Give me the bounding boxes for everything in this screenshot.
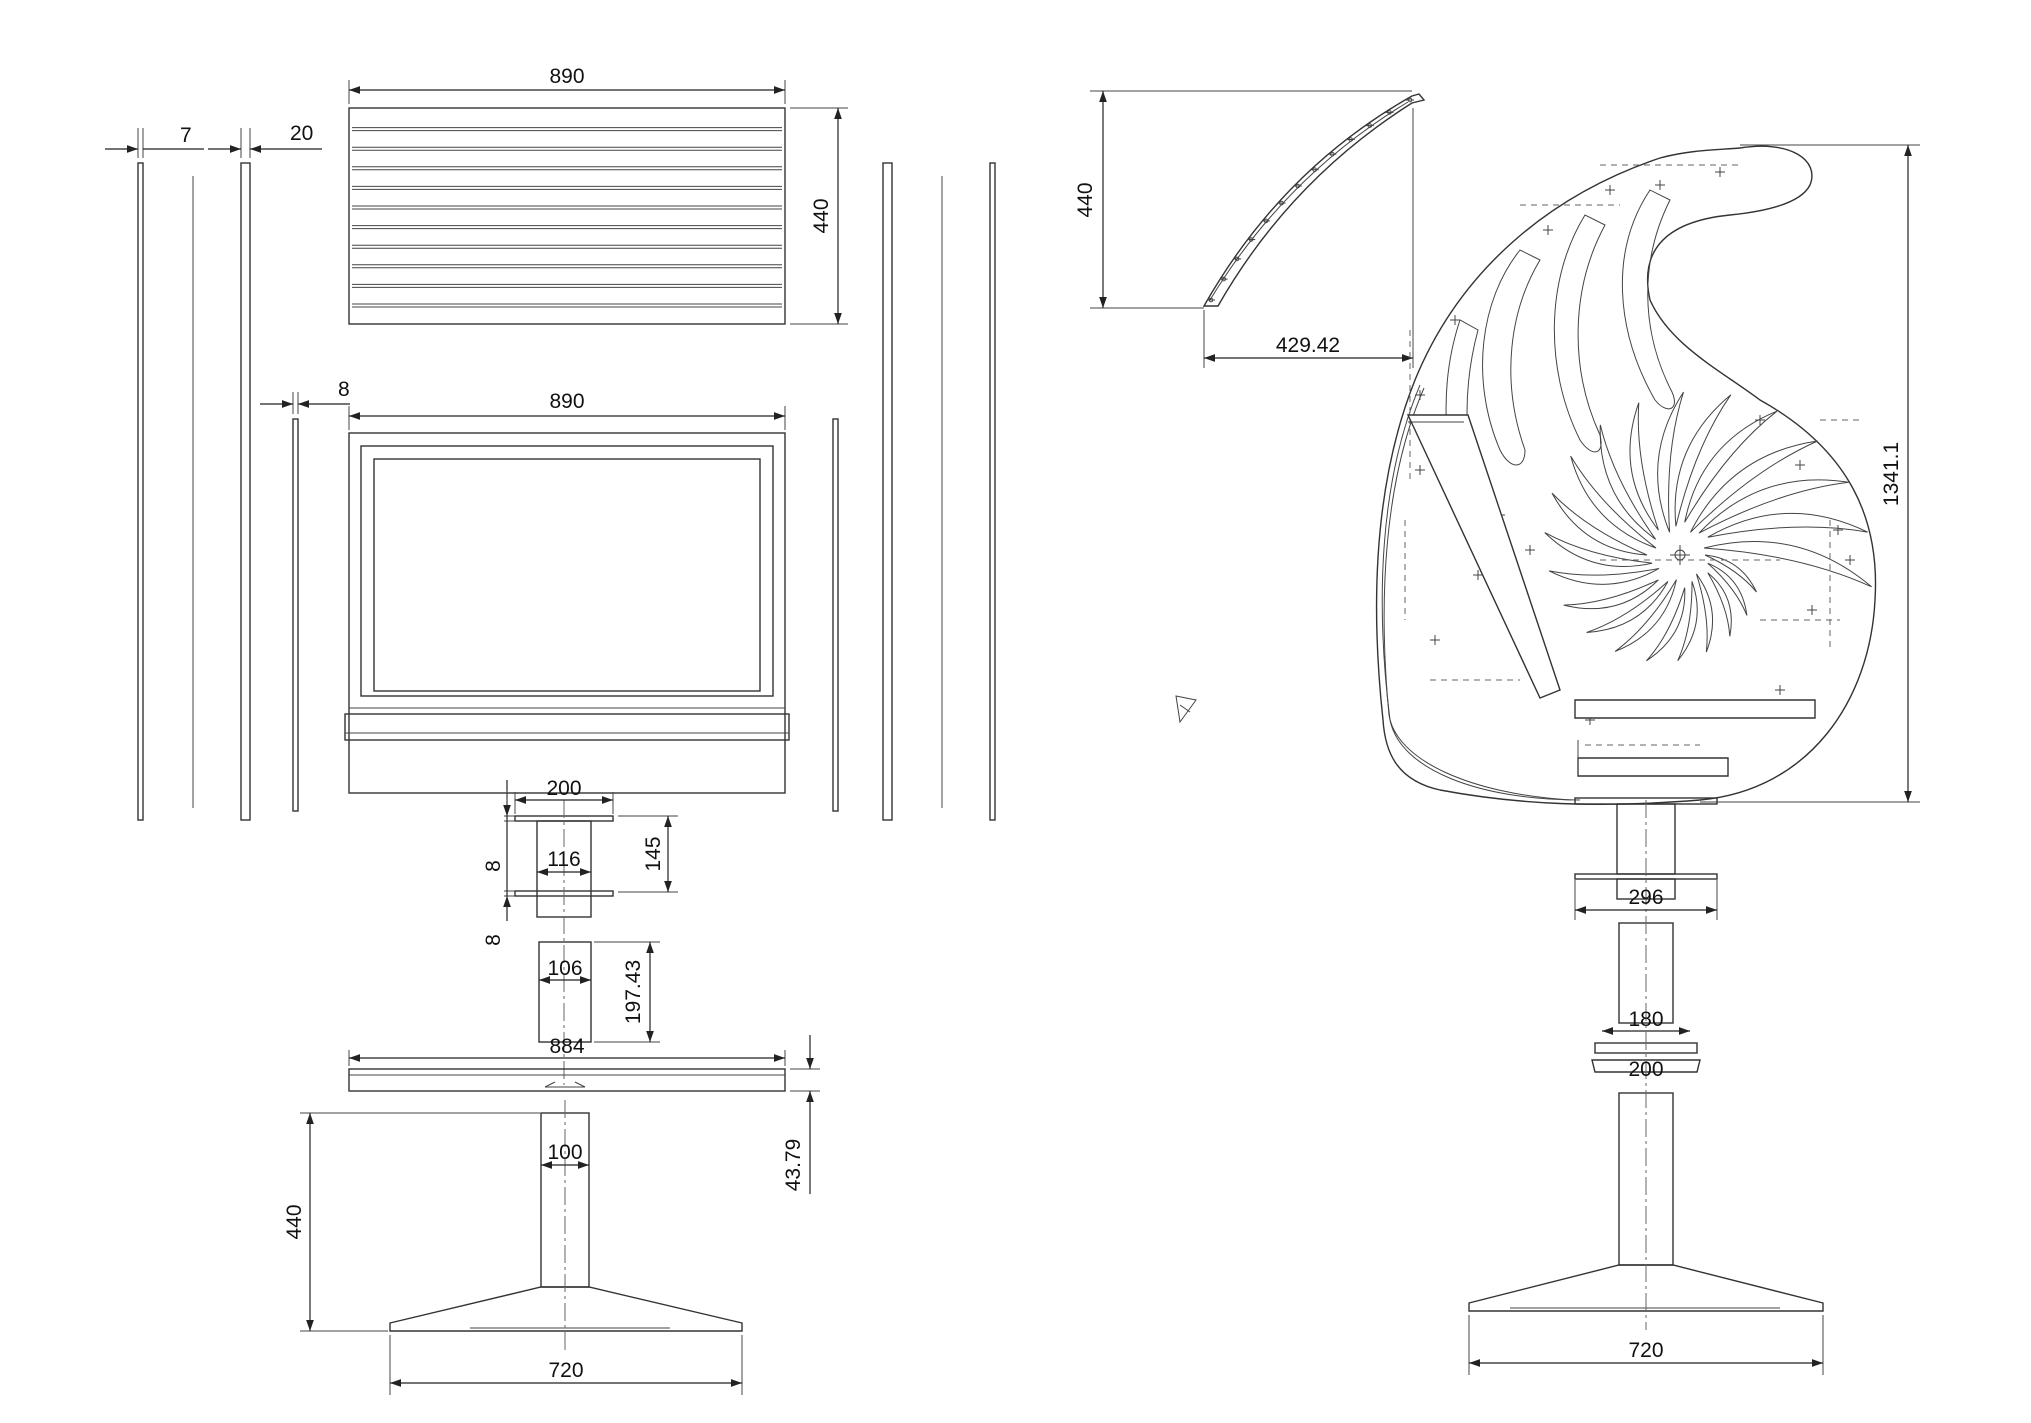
dim-bracket-height: 145 [618, 815, 678, 893]
dim-sleeve-width: 180 [1602, 1008, 1690, 1035]
dim-panel-thickness-7: 7 [105, 124, 204, 158]
dim-top-panel-width: 890 [348, 65, 786, 104]
dim-screen-frame-width: 890 [348, 390, 786, 430]
dim-label-200-bracket: 200 [546, 777, 581, 800]
dim-label-180: 180 [1628, 1008, 1663, 1031]
dim-left-foot-width: 720 [389, 1335, 743, 1395]
base-plate [348, 1068, 786, 1092]
neck-tube [538, 941, 592, 1043]
dim-label-884: 884 [549, 1035, 584, 1058]
dim-label-440-column: 440 [283, 1204, 306, 1239]
dim-label-440-top: 440 [810, 198, 833, 233]
dim-right-foot-width: 720 [1468, 1315, 1824, 1375]
dim-label-116: 116 [547, 848, 580, 871]
dim-label-890-screen: 890 [549, 390, 584, 413]
top-slatted-panel [348, 107, 786, 325]
dim-label-1341-1: 1341.1 [1880, 442, 1903, 506]
dim-label-197-43: 197.43 [622, 960, 645, 1024]
dim-bracket-inner: 116 [537, 848, 591, 876]
dim-label-200-collar: 200 [1628, 1058, 1663, 1081]
dim-base-plate-width: 884 [348, 1035, 786, 1066]
detail-mark [1175, 695, 1197, 724]
screen-frame [344, 432, 790, 794]
dim-column-height: 440 [283, 1112, 540, 1332]
dim-label-720-right: 720 [1628, 1339, 1663, 1362]
dim-bracket-width: 200 [514, 777, 614, 814]
dim-label-890-top: 890 [549, 65, 584, 88]
dim-label-43-79: 43.79 [782, 1139, 805, 1192]
dim-panel-thickness-20: 20 [208, 122, 322, 158]
arc-rib-holes [1207, 97, 1414, 303]
dim-label-8-plate-bottom: 8 [482, 934, 505, 946]
dim-arc-chord: 429.42 [1203, 108, 1414, 368]
dim-label-100: 100 [547, 1141, 582, 1164]
dim-label-145: 145 [642, 836, 665, 871]
dim-flange-width: 296 [1574, 880, 1718, 920]
dim-base-plate-thickness: 43.79 [782, 1035, 820, 1194]
dim-collar-width: 200 [1628, 1058, 1663, 1081]
dim-label-106: 106 [547, 957, 582, 980]
dim-label-720-left: 720 [548, 1359, 583, 1382]
dim-arc-height: 440 [1074, 90, 1412, 309]
dim-column-width: 100 [541, 1141, 589, 1169]
dim-label-8-plate-top: 8 [482, 860, 505, 872]
left-column-stand [389, 1100, 743, 1350]
dim-label-8-strip: 8 [338, 378, 350, 401]
arc-rib-part [1202, 93, 1426, 307]
dim-top-panel-height: 440 [790, 107, 848, 325]
dim-label-440-arc: 440 [1074, 182, 1097, 217]
dim-shell-height: 1341.1 [1700, 144, 1920, 803]
dim-label-296: 296 [1628, 886, 1663, 909]
dim-side-strip-thickness: 8 [260, 378, 350, 414]
nautilus-shell [1375, 145, 1877, 806]
dim-neck-height: 197.43 [594, 941, 660, 1043]
left-side-panels [137, 162, 996, 821]
dim-label-20: 20 [290, 122, 313, 145]
right-column-stand [1468, 797, 1824, 1330]
dim-label-7: 7 [180, 124, 192, 147]
dim-label-429-42: 429.42 [1276, 334, 1340, 357]
dim-neck-width: 106 [539, 957, 591, 984]
mount-bracket: 8 8 [482, 780, 614, 1085]
